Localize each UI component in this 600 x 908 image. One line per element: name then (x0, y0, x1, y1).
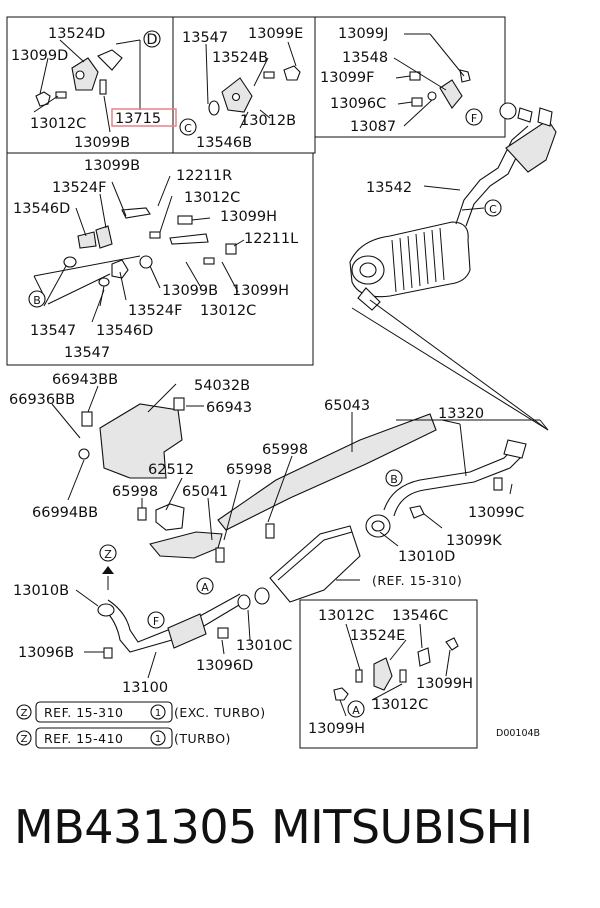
label-13096c: 13096C (330, 96, 386, 112)
label-13012b: 13012B (240, 113, 296, 129)
label-13099d: 13099D (11, 48, 68, 64)
note2-z: Z (21, 734, 28, 745)
label-54032b: 54032B (194, 378, 250, 394)
callout-d-top: D (146, 32, 157, 48)
label-13100: 13100 (122, 680, 168, 696)
label-13099f: 13099F (320, 70, 374, 86)
hanger-assembly-a (333, 623, 459, 718)
highlight-box (111, 108, 177, 127)
label-13099b: 13099B (162, 283, 218, 299)
label-13010b: 13010B (13, 583, 69, 599)
callout-c-muffler: C (489, 203, 497, 216)
label-13099h: 13099H (232, 283, 289, 299)
label-13099h: 13099H (308, 721, 365, 737)
drawing-code: D00104B (496, 728, 540, 739)
label-13012c: 13012C (372, 697, 428, 713)
note1-num: 1 (155, 708, 161, 719)
note1-text: (EXC. TURBO) (174, 705, 266, 720)
callout-a-panel: A (352, 704, 360, 717)
callout-c-top: C (184, 122, 192, 135)
label-13547: 13547 (64, 345, 110, 361)
label-13099j: 13099J (338, 26, 388, 42)
callout-b-mid: B (33, 294, 41, 307)
label-65998: 65998 (262, 442, 308, 458)
label-13546b: 13546B (196, 135, 252, 151)
label-13012c: 13012C (184, 190, 240, 206)
label-12211r: 12211R (176, 168, 232, 184)
hanger-assembly-f (393, 33, 483, 127)
hanger-assembly-c (179, 41, 301, 136)
front-pipe (75, 544, 251, 679)
panel-frames (6, 16, 506, 749)
label-13524e: 13524E (350, 628, 405, 644)
reference-notes: (REF. 15-310) Z REF. 15-310 1 (EXC. TURB… (16, 573, 540, 749)
label-13096d: 13096D (196, 658, 253, 674)
note2-num: 1 (155, 734, 161, 745)
label-13099h: 13099H (220, 209, 277, 225)
label-13320: 13320 (438, 406, 484, 422)
label-13548: 13548 (342, 50, 388, 66)
label-66994bb: 66994BB (32, 505, 98, 521)
label-66943: 66943 (206, 400, 252, 416)
callout-a-front: A (201, 581, 209, 594)
label-13099h: 13099H (416, 676, 473, 692)
label-65998: 65998 (112, 484, 158, 500)
label-13524f: 13524F (128, 303, 182, 319)
label-13010d: 13010D (398, 549, 455, 565)
callout-b-center: B (390, 473, 398, 486)
label-13524f: 13524F (52, 180, 106, 196)
label-66943bb: 66943BB (52, 372, 118, 388)
label-13546d: 13546D (13, 201, 70, 217)
hanger-assembly-b (28, 175, 245, 323)
label-65041: 65041 (182, 484, 228, 500)
label-13524d: 13524D (48, 26, 105, 42)
part-labels: 13524D 13099D 13012C 13715 13099B 13547 … (9, 26, 524, 737)
main-muffler (349, 107, 557, 431)
ref-15-310-mid: (REF. 15-310) (372, 573, 462, 588)
note2-text: (TURBO) (174, 731, 231, 746)
label-13099b: 13099B (74, 135, 130, 151)
label-13547: 13547 (182, 30, 228, 46)
label-65043: 65043 (324, 398, 370, 414)
label-13099e: 13099E (248, 26, 303, 42)
label-13012c: 13012C (318, 608, 374, 624)
label-13096b: 13096B (18, 645, 74, 661)
label-13524b: 13524B (212, 50, 268, 66)
label-13099k: 13099K (446, 533, 502, 549)
note1-ref: REF. 15-310 (44, 705, 124, 720)
label-12211l: 12211L (244, 231, 298, 247)
callout-z-front: Z (104, 548, 112, 561)
label-13547: 13547 (30, 323, 76, 339)
hanger-assembly-d (33, 30, 161, 133)
note2-ref: REF. 15-410 (44, 731, 124, 746)
label-13012c: 13012C (30, 116, 86, 132)
label-13012c: 13012C (200, 303, 256, 319)
label-62512: 62512 (148, 462, 194, 478)
callout-f-front: F (153, 615, 159, 628)
center-pipe (379, 419, 549, 547)
label-13099c: 13099C (468, 505, 524, 521)
label-13715: 13715 (115, 111, 161, 127)
label-13087: 13087 (350, 119, 396, 135)
note1-z: Z (21, 708, 28, 719)
label-66936bb: 66936BB (9, 392, 75, 408)
part-number-caption: MB431305 MITSUBISHI (14, 800, 533, 854)
label-13546c: 13546C (392, 608, 448, 624)
label-13010c: 13010C (236, 638, 292, 654)
label-13099b: 13099B (84, 158, 140, 174)
catalytic-converter (254, 514, 391, 605)
label-13546d: 13546D (96, 323, 153, 339)
label-65998: 65998 (226, 462, 272, 478)
callout-f-top: F (471, 112, 477, 125)
label-13542: 13542 (366, 180, 412, 196)
heat-protectors (51, 383, 437, 563)
